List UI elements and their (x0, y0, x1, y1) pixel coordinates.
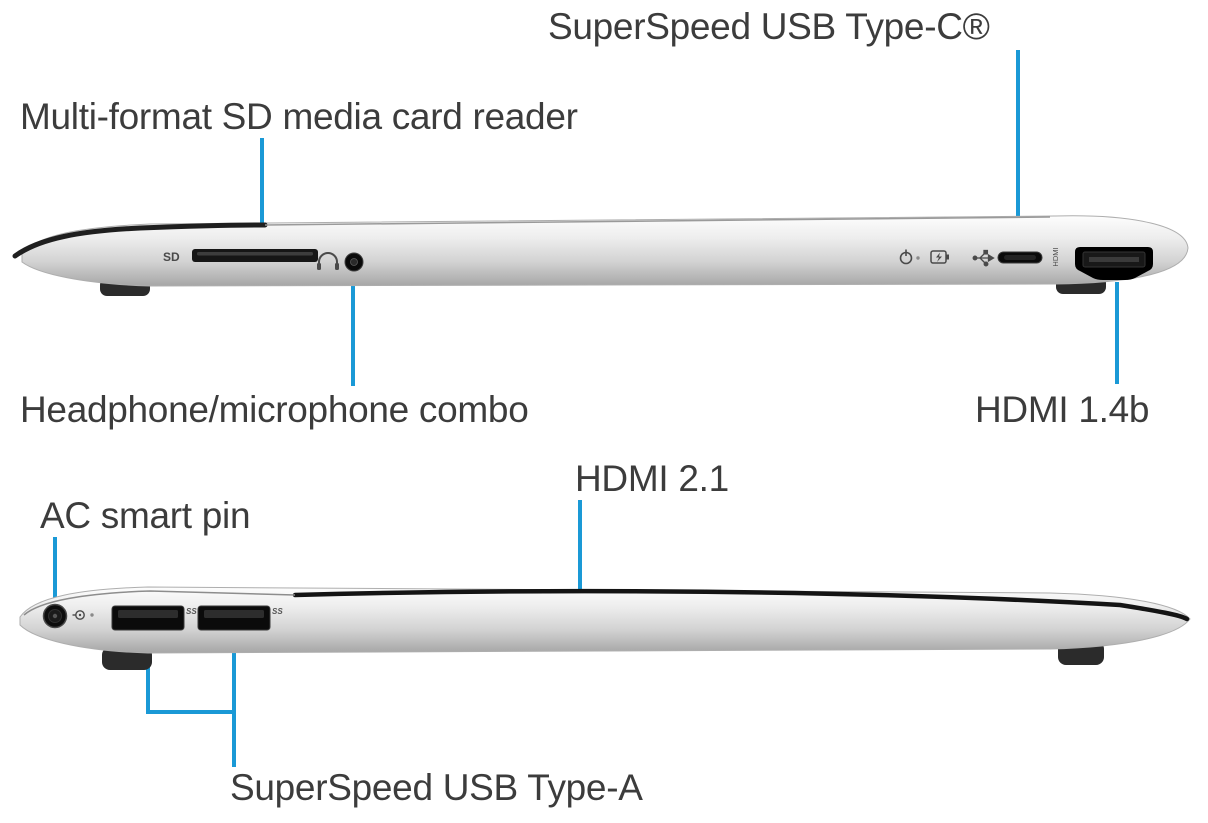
hdmi-14b-label: HDMI 1.4b (975, 389, 1150, 430)
sd-port-marking: SD (163, 250, 180, 264)
status-led (90, 613, 94, 617)
laptop-left-side-view: SS SS (19, 586, 1191, 670)
power-plug-icon (72, 610, 85, 620)
sd-reader-label: Multi-format SD media card reader (20, 96, 578, 137)
hdmi-21-leader-line (578, 500, 582, 594)
headphone-jack-port (344, 252, 364, 272)
laptop-right-side-view: SD (12, 215, 1189, 296)
hdmi-port (1075, 247, 1153, 280)
usb-c-port (997, 251, 1043, 264)
usb-trident-icon (972, 249, 995, 267)
usb-a-leader-drop (232, 710, 236, 767)
usb-c-leader-line (1016, 50, 1020, 242)
headphone-leader-line (351, 274, 355, 386)
usb-a-port (197, 605, 271, 631)
usb-a-label: SuperSpeed USB Type-A (230, 767, 643, 808)
lid-seam-thin (264, 216, 1051, 226)
usb-c-label: SuperSpeed USB Type-C® (548, 6, 990, 47)
battery-charging-icon (930, 250, 949, 264)
lid-seam (292, 588, 1190, 622)
sd-leader-line (260, 138, 264, 244)
ac-leader-line (53, 537, 57, 605)
superspeed-usb-marking: SS (186, 607, 197, 616)
power-icon (899, 249, 913, 265)
sd-card-slot (192, 249, 318, 262)
ac-power-jack (42, 603, 68, 629)
headphone-label: Headphone/microphone combo (20, 389, 529, 430)
usb-a-leader-connector (146, 710, 236, 714)
lid-seam-thin (23, 590, 296, 616)
usb-a-leader-line-right (232, 648, 236, 712)
hdmi-port-marking: HDMI (1051, 247, 1060, 266)
hdmi-14b-leader-line (1115, 282, 1119, 384)
ac-smart-pin-label: AC smart pin (40, 495, 251, 536)
laptop-body (19, 586, 1191, 654)
lid-seam (12, 222, 268, 259)
laptop-body (21, 215, 1189, 287)
usb-a-leader-line-left (146, 648, 150, 712)
superspeed-usb-marking: SS (272, 607, 283, 616)
hdmi-21-label: HDMI 2.1 (575, 458, 729, 499)
usb-a-port (111, 605, 185, 631)
headphone-icon (317, 252, 339, 270)
status-led (916, 256, 920, 260)
